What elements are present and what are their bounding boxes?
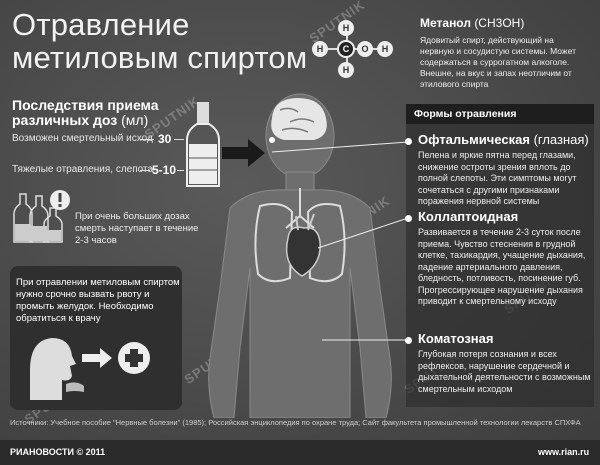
doses-heading: Последствия приема различных доз (мл)	[12, 97, 159, 128]
form-text-collaptoid: Развивается в течение 2-3 суток после пр…	[418, 227, 586, 306]
dose-line	[174, 139, 184, 140]
carbon-atom: C	[337, 40, 355, 58]
forms-panel	[406, 124, 594, 407]
footer-bar	[0, 440, 600, 465]
form-title-ophthalmic: Офтальмическая (глазная)	[418, 132, 589, 147]
dose-value: 30	[158, 132, 172, 146]
dose-line	[140, 170, 150, 171]
connector-lines	[271, 141, 409, 341]
forms-label-box	[406, 104, 594, 124]
title-line-1: Отравление	[12, 7, 190, 42]
form-title-collaptoid: Коллаптоидная	[418, 209, 519, 224]
first-aid-icon	[30, 338, 150, 400]
hydrogen-atom: H	[312, 41, 328, 57]
high-dose-note: При очень больших дозах смерть наступает…	[75, 211, 199, 246]
human-body-figure	[208, 93, 392, 418]
oxygen-atom: O	[357, 41, 373, 57]
dose-line	[140, 139, 154, 140]
bottle-icon	[186, 102, 220, 187]
bottles-warning-icon	[13, 190, 70, 243]
site-link[interactable]: www.rian.ru	[538, 447, 590, 457]
methanol-description: Ядовитый спирт, действующий на нервную и…	[420, 35, 576, 89]
connector-dot	[405, 215, 412, 222]
forms-label: Формы отравления	[414, 108, 517, 120]
hydrogen-atom: H	[338, 62, 354, 78]
dose-line	[177, 170, 184, 171]
dose-label: Возможен смертельный исход	[12, 133, 153, 144]
title-line-2: метиловым спиртом	[12, 40, 308, 75]
page-title: Отравление метиловым спиртом	[12, 8, 307, 74]
sources-text: Источники: Учебное пособие "Нервные боле…	[10, 418, 581, 427]
connector-dot	[405, 337, 412, 344]
methanol-heading: Метанол (CH3OH)	[420, 16, 525, 30]
first-aid-text: При отравлении метиловым спиртом нужно с…	[16, 277, 180, 324]
dose-value: 5-10	[152, 163, 177, 177]
form-text-comatose: Глубокая потеря сознания и всех рефлексо…	[418, 349, 591, 394]
hydrogen-atom: H	[377, 41, 393, 57]
brand-logo: РИАНОВОСТИ © 2011	[10, 447, 106, 457]
arrow-right-icon	[222, 139, 265, 167]
dose-label: Тяжелые отравления, слепота	[12, 164, 154, 175]
hydrogen-atom: H	[338, 20, 354, 36]
form-text-ophthalmic: Пелена и яркие пятна перед глазами, сниж…	[418, 150, 577, 206]
connector-dot	[405, 138, 412, 145]
form-title-comatose: Коматозная	[418, 331, 494, 346]
watermark: SPUTNIK	[306, 0, 368, 47]
